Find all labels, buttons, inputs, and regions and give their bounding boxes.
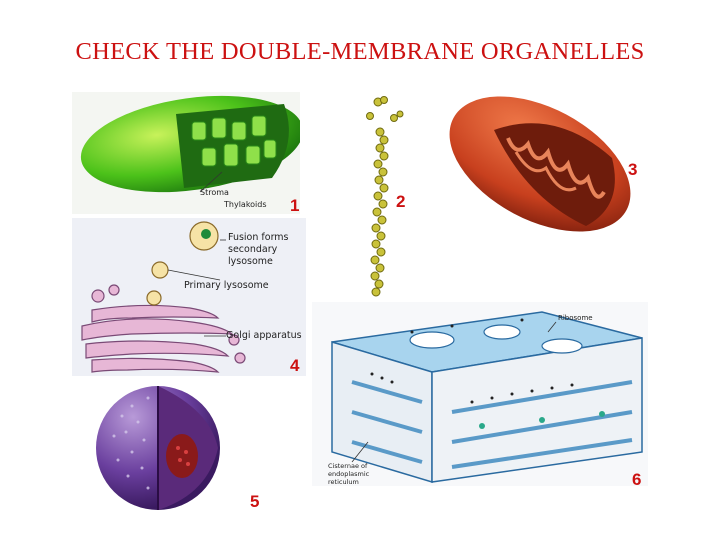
- lysosome-panel: Fusion forms secondary lysosome Primary …: [72, 218, 306, 376]
- mitochondrion-illustration: [449, 96, 631, 232]
- cisternae-label-line-3: reticulum: [328, 478, 359, 486]
- cisternae-label-line-2: endoplasmic: [328, 470, 370, 478]
- fusion-label-line-1: Fusion forms: [228, 232, 289, 243]
- number-6: 6: [632, 470, 642, 489]
- er-illustration: [331, 311, 643, 484]
- chloroplast-panel: Stroma Thylakoids: [72, 92, 300, 214]
- golgi-illustration: [81, 221, 246, 373]
- thylakoids-label: Thylakoids: [224, 200, 267, 209]
- mitochondrion-panel: [436, 88, 642, 238]
- er-panel: Ribosome Cisternae of endoplasmic reticu…: [312, 302, 648, 486]
- page-title: CHECK THE DOUBLE-MEMBRANE ORGANELLES: [75, 38, 645, 65]
- cisternae-label-line-1: Cisternae of: [328, 462, 368, 470]
- bead-chain-illustration: [366, 96, 404, 297]
- number-3: 3: [628, 160, 638, 179]
- primary-lysosome-label: Primary lysosome: [184, 280, 269, 291]
- ribosome-label: Ribosome: [558, 314, 593, 322]
- fusion-label-line-2: secondary: [228, 244, 278, 255]
- number-1: 1: [290, 196, 300, 215]
- nucleus-panel: [92, 376, 224, 516]
- golgi-apparatus-label: Golgi apparatus: [226, 330, 302, 341]
- chain-panel: [356, 92, 408, 302]
- chloroplast-illustration: [80, 95, 300, 193]
- number-2: 2: [396, 192, 406, 211]
- nucleus-illustration: [96, 386, 220, 510]
- number-5: 5: [250, 492, 260, 511]
- stroma-label: Stroma: [200, 188, 229, 197]
- number-4: 4: [290, 356, 300, 375]
- fusion-label-line-3: lysosome: [228, 256, 273, 267]
